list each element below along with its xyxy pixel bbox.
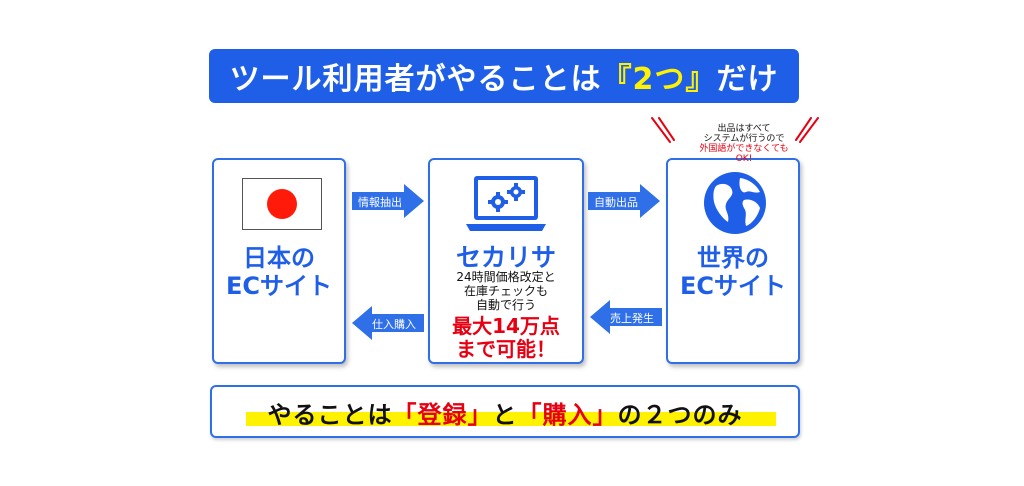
sekarisa-capacity: 最大14万点 まで可能！ — [430, 315, 582, 361]
summary-part1: やることは — [267, 401, 393, 429]
translation-note: 出品はすべて システムが行うので 外国語ができなくてもOK! — [694, 124, 794, 164]
world-ec-title-line1: 世界の — [697, 244, 769, 272]
title-banner: ツール利用者がやることは『2つ』だけ — [209, 49, 799, 103]
laptop-gears-icon — [466, 176, 546, 231]
sekarisa-desc-line1: 24時間価格改定と — [456, 270, 556, 284]
note-line1: 出品はすべて — [717, 124, 771, 134]
globe-icon — [704, 172, 766, 234]
summary-part3: と — [492, 401, 518, 429]
title-highlight: 『2つ』 — [601, 62, 717, 97]
note-line3: 外国語ができなくてもOK! — [699, 144, 789, 164]
japan-flag-icon — [242, 178, 322, 230]
arrow-sale-label: 売上発生 — [610, 312, 654, 325]
arrow-left-icon — [590, 300, 662, 334]
arrow-info-extract-label: 情報抽出 — [358, 196, 402, 209]
japan-ec-title-line1: 日本の — [243, 244, 315, 272]
note-line2: システムが行うので — [703, 134, 785, 144]
arrow-right-icon — [352, 184, 424, 218]
sekarisa-desc-line3: 自動で行う — [475, 298, 536, 312]
arrow-left-icon — [352, 306, 424, 340]
japan-ec-title-line2: ECサイト — [225, 272, 332, 300]
summary-highlight — [246, 412, 776, 426]
arrow-auto-listing: 自動出品 — [588, 184, 660, 222]
summary-box: やることは「登録」と「購入」の２つのみ — [210, 385, 800, 438]
summary-register: 「登録」 — [392, 401, 493, 429]
arrow-right-icon — [588, 184, 660, 218]
sekarisa-desc-line2: 在庫チェックも — [463, 284, 548, 298]
arrow-sale: 売上発生 — [590, 300, 662, 338]
sekarisa-capacity-line2: まで可能！ — [456, 337, 556, 361]
arrow-info-extract: 情報抽出 — [352, 184, 424, 222]
sekarisa-desc: 24時間価格改定と 在庫チェックも 自動で行う — [430, 270, 582, 312]
sekarisa-title: セカリサ — [455, 243, 556, 272]
flag-sun — [267, 189, 297, 219]
japan-ec-box: 日本の ECサイト — [212, 158, 346, 364]
summary-purchase: 「購入」 — [517, 401, 618, 429]
arrow-purchase-label: 仕入購入 — [372, 318, 416, 331]
world-ec-box: 世界の ECサイト — [666, 158, 800, 364]
sekarisa-box: セカリサ 24時間価格改定と 在庫チェックも 自動で行う 最大14万点 まで可能… — [428, 158, 584, 364]
world-ec-title-line2: ECサイト — [679, 272, 786, 300]
arrow-auto-listing-label: 自動出品 — [594, 196, 638, 209]
summary-text: やることは「登録」と「購入」の２つのみ — [212, 395, 798, 430]
title-after: だけ — [716, 62, 779, 97]
title-text: ツール利用者がやることは『2つ』だけ — [230, 54, 779, 98]
arrow-purchase: 仕入購入 — [352, 306, 424, 344]
note-accent-lines-icon — [651, 117, 819, 143]
summary-part5: の２つのみ — [617, 401, 743, 429]
title-before: ツール利用者がやることは — [229, 62, 602, 97]
sekarisa-capacity-line1: 最大14万点 — [452, 314, 560, 338]
